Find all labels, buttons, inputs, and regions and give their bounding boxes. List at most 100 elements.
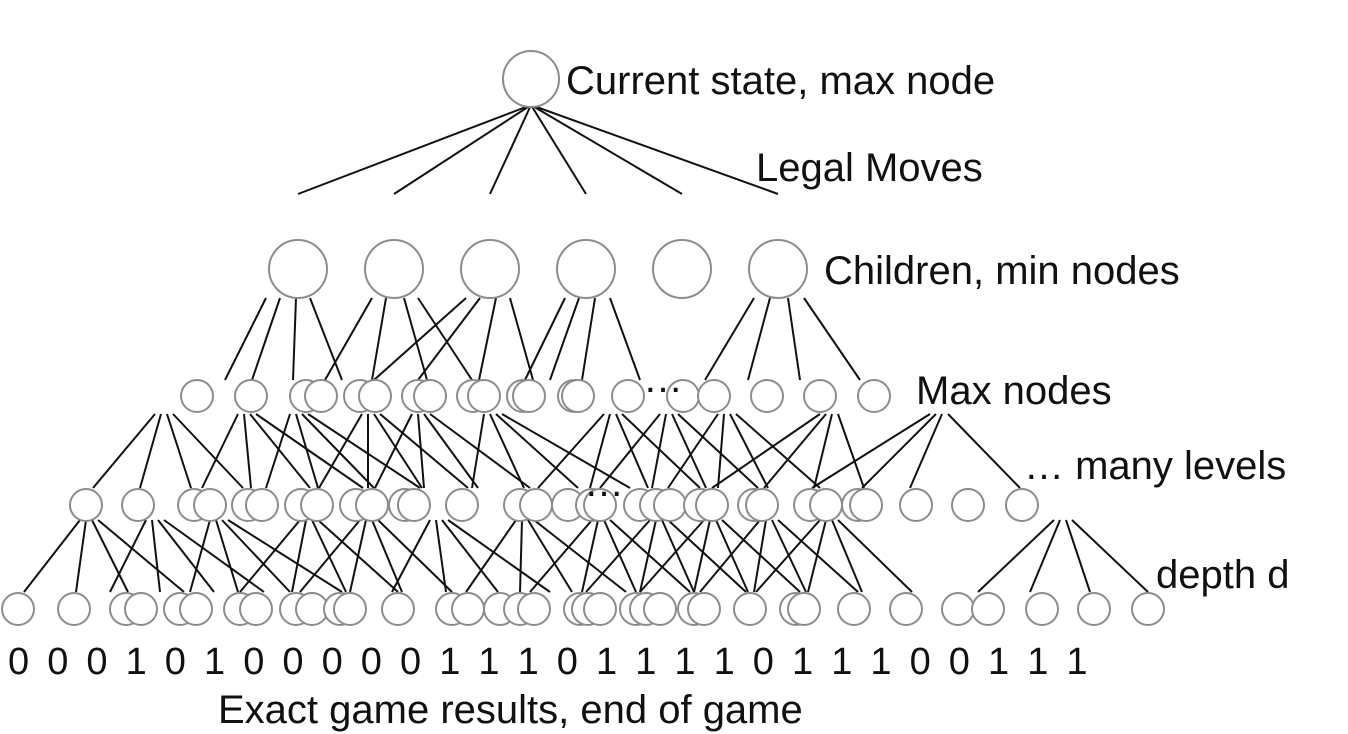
tree-node [849,488,883,522]
tree-edge [755,519,821,593]
max-node [750,379,784,413]
leaf-node [837,592,871,626]
max-node [857,379,891,413]
tree-edge [109,519,147,593]
tree-edge [297,104,532,195]
tree-edge [603,519,637,593]
game-result-value: 0 [243,641,264,683]
tree-edge [699,519,761,593]
tree-edge [373,413,423,489]
tree-edge [151,519,161,593]
tree-edge [23,519,81,593]
tree-edge [227,519,343,593]
results-caption: Exact game results, end of game [218,688,803,732]
min-node [268,239,328,299]
ellipsis-mark: … [584,461,624,505]
tree-edge [423,413,479,489]
tree-node [653,488,687,522]
tree-edge [519,519,523,593]
tree-edge [379,413,469,489]
leaf-node [179,592,213,626]
tree-node [899,488,933,522]
leaf-node [381,592,415,626]
tree-edge [530,104,587,195]
tree-edge [667,413,719,489]
max-node [358,379,392,413]
tree-edge [295,413,319,489]
game-result-value: 1 [792,641,813,683]
tree-edge [157,519,215,593]
tree-edge [166,413,192,489]
game-result-value: 1 [870,641,891,683]
tree-edge [292,297,297,381]
tree-edge [735,413,821,489]
leaf-node [1,592,35,626]
tree-edge [301,413,375,489]
tree-edge [309,297,343,381]
min-node [748,239,808,299]
tree-edge [243,413,252,489]
max-node [512,379,546,413]
root-label: Current state, max node [566,59,995,103]
tree-edge [374,413,413,489]
leaf-node [733,592,767,626]
tree-edge [693,519,711,593]
tree-edge [711,413,821,489]
tree-edge [163,519,265,593]
game-result-value: 0 [361,641,382,683]
min-node [364,239,424,299]
tree-edge [747,297,771,381]
tree-edge [97,519,185,593]
game-result-value: 0 [557,641,578,683]
tree-node [445,488,479,522]
tree-edge [435,519,447,593]
tree-edge [221,519,291,593]
tree-edge [585,519,651,593]
game-result-value: 1 [1066,641,1087,683]
game-result-value: 1 [596,641,617,683]
tree-edge [667,519,747,593]
tree-node [121,488,155,522]
tree-edge [417,413,425,489]
tree-edge [909,413,943,489]
game-result-value: 1 [831,641,852,683]
tree-edge [509,297,534,381]
game-result-value: 0 [282,641,303,683]
max-node [611,379,645,413]
tree-edge [977,519,1055,593]
leaf-node [941,592,975,626]
tree-edge [947,413,1021,489]
tree-edge [831,519,863,593]
tree-edge [837,519,913,593]
leaf-node [451,592,485,626]
tree-node [300,488,334,522]
root-max-node [502,50,560,108]
game-result-value: 0 [165,641,186,683]
game-result-value: 1 [674,641,695,683]
tree-edge [489,413,525,489]
game-result-value: 1 [204,641,225,683]
tree-edge [403,297,428,381]
tree-edge [465,519,517,593]
tree-edge [763,413,827,489]
tree-edge [447,519,551,593]
tree-node [1005,488,1039,522]
leaf-node [1077,592,1111,626]
tree-edge [807,519,827,593]
game-result-value: 0 [753,641,774,683]
game-result-value: 1 [988,641,1009,683]
tree-edge [729,413,769,489]
game-result-value: 1 [126,641,147,683]
game-result-value: 0 [47,641,68,683]
game-result-value: 0 [86,641,107,683]
leaf-node [517,592,551,626]
tree-edge [1065,519,1091,593]
leaf-node [583,592,617,626]
tree-edge [530,104,683,195]
tree-edge [609,297,641,381]
tree-edge [589,413,611,489]
tree-edge [471,413,485,489]
tree-node [397,488,431,522]
tree-edge [371,519,403,593]
